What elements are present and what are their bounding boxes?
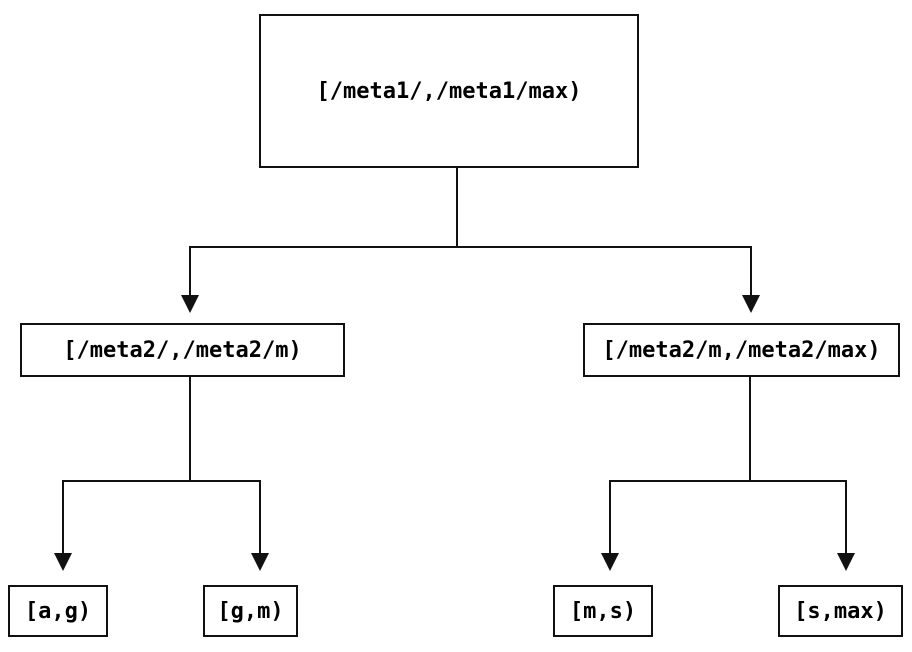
edge-root-rchild <box>457 246 760 313</box>
edge-rchild-leaf-ms <box>601 377 751 571</box>
tree-node-leaf-smax: [s,max) <box>778 585 903 637</box>
edge-lchild-leaf-ag <box>54 377 191 571</box>
arrow-down-icon <box>251 553 269 571</box>
arrow-down-icon <box>837 553 855 571</box>
edge-root-lchild <box>181 168 458 313</box>
tree-node-root: [/meta1/,/meta1/max) <box>259 14 639 168</box>
tree-node-left-child: [/meta2/,/meta2/m) <box>20 323 345 377</box>
tree-node-right-child: [/meta2/m,/meta2/max) <box>583 323 900 377</box>
tree-node-left-child-label: [/meta2/,/meta2/m) <box>63 337 302 363</box>
tree-node-leaf-ag-label: [a,g) <box>24 598 92 624</box>
arrow-down-icon <box>601 553 619 571</box>
tree-node-leaf-ag: [a,g) <box>8 585 108 637</box>
tree-node-leaf-ms-label: [m,s) <box>569 598 637 624</box>
tree-node-right-child-label: [/meta2/m,/meta2/max) <box>602 337 881 363</box>
arrow-down-icon <box>54 553 72 571</box>
tree-node-leaf-smax-label: [s,max) <box>794 598 887 624</box>
arrow-down-icon <box>742 295 760 313</box>
tree-node-root-label: [/meta1/,/meta1/max) <box>316 78 582 104</box>
tree-node-leaf-gm: [g,m) <box>203 585 298 637</box>
tree-node-leaf-gm-label: [g,m) <box>217 598 284 624</box>
edge-lchild-leaf-gm <box>190 480 269 571</box>
arrow-down-icon <box>181 295 199 313</box>
edge-rchild-leaf-smax <box>750 480 855 571</box>
tree-node-leaf-ms: [m,s) <box>553 585 653 637</box>
